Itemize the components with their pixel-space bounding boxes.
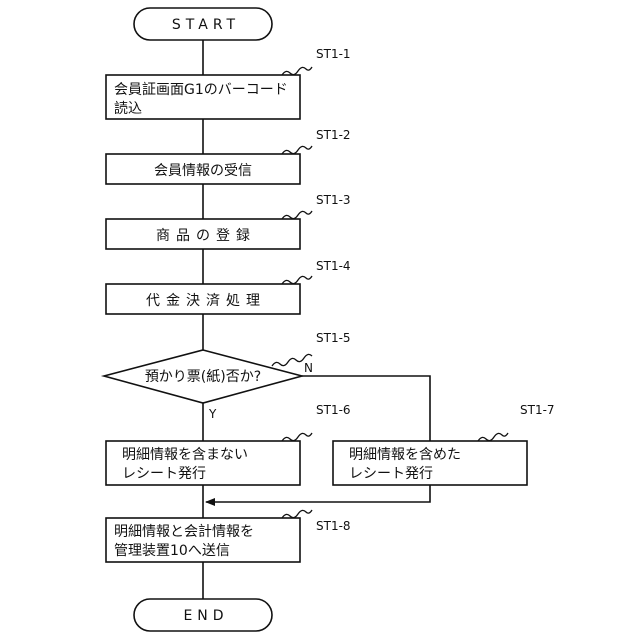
start-terminal: START xyxy=(134,8,272,40)
step-st1-3-id: ST1-3 xyxy=(316,193,351,207)
step-st1-2-leader xyxy=(282,146,312,154)
step-st1-7-id: ST1-7 xyxy=(520,403,555,417)
step-st1-8-leader xyxy=(282,510,312,518)
step-st1-8-line-1: 明細情報と会計情報を xyxy=(114,524,254,540)
step-st1-4-text: 代金決済処理 xyxy=(146,293,266,309)
step-st1-4: 代金決済処理 ST1-4 xyxy=(106,259,351,314)
end-terminal-label: END xyxy=(183,608,228,624)
step-st1-7-line-2: レシート発行 xyxy=(349,466,433,482)
step-st1-1: 会員証画面G1のバーコード 読込 ST1-1 xyxy=(106,47,351,119)
step-st1-4-leader xyxy=(282,276,312,284)
decision-st1-5-id: ST1-5 xyxy=(316,331,351,345)
step-st1-4-id: ST1-4 xyxy=(316,259,351,273)
step-st1-1-line-1: 会員証画面G1のバーコード xyxy=(114,82,288,98)
step-st1-6-line-1: 明細情報を含まない xyxy=(122,447,248,463)
end-terminal: END xyxy=(134,599,272,631)
step-st1-2: 会員情報の受信 ST1-2 xyxy=(106,128,351,184)
connectors xyxy=(203,40,430,599)
step-st1-6-leader xyxy=(282,433,312,441)
step-st1-7-leader xyxy=(478,433,508,441)
step-st1-6: 明細情報を含まない レシート発行 ST1-6 xyxy=(106,403,351,485)
branch-yes-label: Y xyxy=(208,407,217,421)
step-st1-2-id: ST1-2 xyxy=(316,128,351,142)
step-st1-1-leader xyxy=(282,67,312,75)
step-st1-6-id: ST1-6 xyxy=(316,403,351,417)
step-st1-8-line-2: 管理装置10へ送信 xyxy=(114,543,230,559)
step-st1-6-line-2: レシート発行 xyxy=(122,466,206,482)
step-st1-8: 明細情報と会計情報を 管理装置10へ送信 ST1-8 xyxy=(106,510,351,562)
branch-no-label: N xyxy=(304,361,313,375)
step-st1-7: 明細情報を含めた レシート発行 ST1-7 xyxy=(333,403,555,485)
step-st1-7-line-1: 明細情報を含めた xyxy=(349,447,461,463)
decision-st1-5-text: 預かり票(紙)否か? xyxy=(145,369,261,385)
step-st1-3: 商品の登録 ST1-3 xyxy=(106,193,351,249)
step-st1-2-text: 会員情報の受信 xyxy=(154,163,252,179)
step-st1-3-text: 商品の登録 xyxy=(156,228,256,244)
step-st1-3-leader xyxy=(282,211,312,219)
step-st1-1-id: ST1-1 xyxy=(316,47,351,61)
step-st1-1-line-2: 読込 xyxy=(114,100,142,117)
merge-arrow xyxy=(206,485,430,502)
step-st1-8-id: ST1-8 xyxy=(316,519,351,533)
start-terminal-label: START xyxy=(172,17,240,33)
